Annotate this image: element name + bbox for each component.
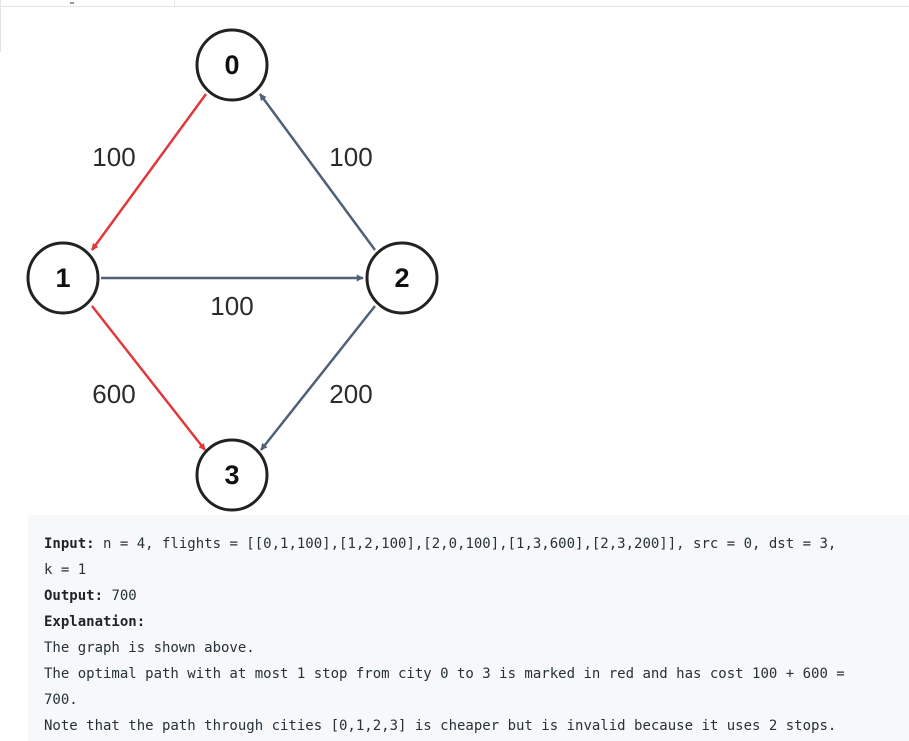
tab-divider [174,0,175,6]
corner-mark [70,2,74,4]
edge-label-2-3: 200 [329,379,372,409]
edge-label-0-1: 100 [92,142,135,172]
node-0-label: 0 [224,50,239,80]
output-line: Output: 700 [44,583,909,609]
top-border [0,0,909,7]
edge-2-3 [260,305,376,451]
edge-label-1-2: 100 [210,291,253,321]
explanation-line: Note that the path through cities [0,1,2… [44,718,837,734]
node-2-label: 2 [394,263,409,293]
edge-1-3 [91,305,206,451]
node-1-label: 1 [55,263,70,293]
explanation-label: Explanation: [44,614,146,630]
explanation-line: The graph is shown above. [44,640,255,656]
explanation-line: The optimal path with at most 1 stop fro… [44,666,845,682]
node-0: 0 [195,28,269,102]
input-label: Input: [44,536,95,552]
input-line: Input: n = 4, flights = [[0,1,100],[1,2,… [44,531,909,557]
node-3: 3 [195,438,269,512]
explanation-heading: Explanation: [44,609,909,635]
output-label: Output: [44,588,104,604]
node-3-label: 3 [224,460,239,490]
edge-0-1 [90,93,208,251]
edge-label-2-0: 100 [329,142,372,172]
left-border [0,0,1,52]
example-block: Input: n = 4, flights = [[0,1,100],[1,2,… [28,515,909,741]
output-value: 700 [103,588,137,604]
node-2: 2 [365,241,439,315]
edge-2-0 [258,93,377,251]
input-value-continued: k = 1 [44,562,87,578]
explanation-line: 700. [44,692,78,708]
flight-graph: 100 100 100 600 200 0 1 2 3 [26,28,439,512]
input-line-continued: k = 1 [44,557,909,583]
edge-label-1-3: 600 [92,379,135,409]
input-value: n = 4, flights = [[0,1,100],[1,2,100],[2… [94,536,837,552]
node-1: 1 [26,241,100,315]
